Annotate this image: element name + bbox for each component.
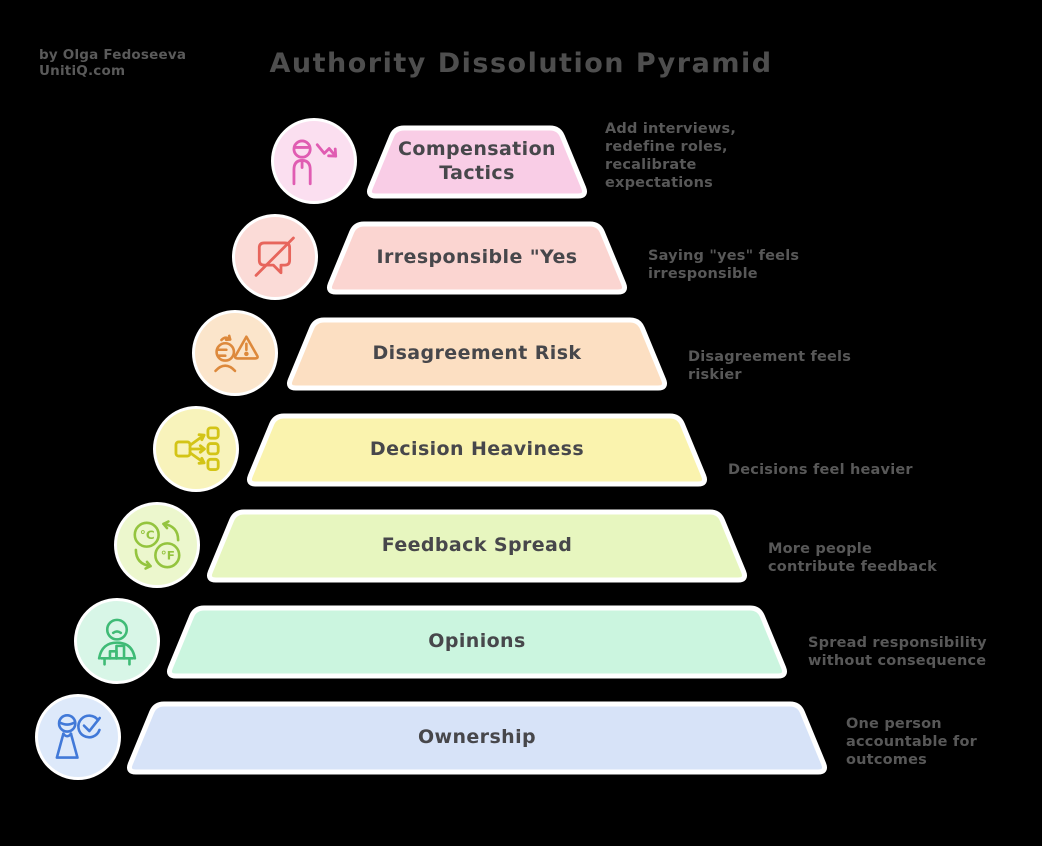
attribution-site: UnitiQ.com (39, 63, 126, 79)
level-icon-badge (153, 406, 239, 492)
level-icon-badge (35, 694, 121, 780)
pyramid-band-label: Feedback Spread (381, 534, 573, 557)
muted-speech-bubble-icon (254, 236, 295, 277)
attribution: by Olga Fedoseeva UnitiQ.com (39, 47, 186, 79)
person-chart-icon (98, 618, 137, 666)
pyramid-band-label: Irresponsible "Yes (376, 246, 578, 269)
pyramid-band-label: Compensation Tactics (398, 138, 556, 184)
page-title: Authority Dissolution Pyramid (269, 48, 773, 79)
person-salary-decline-icon (292, 139, 338, 186)
level-icon-badge: °C °F (113, 502, 200, 588)
level-icon-badge (231, 214, 318, 300)
pyramid-band-label: Ownership (417, 726, 537, 749)
pyramid-band-shape: Compensation Tactics (357, 118, 597, 206)
level-caption: One person accountable for outcomes (846, 716, 977, 768)
decision-tree-icon (174, 426, 220, 471)
person-warning-icon (214, 334, 260, 373)
pyramid-band-shape: Ownership (117, 694, 837, 782)
temperature-exchange-icon: °C °F (133, 520, 181, 570)
level-caption: Saying "yes" feels irresponsible (648, 248, 800, 282)
pyramid-band-shape: Decision Heaviness (237, 406, 717, 494)
person-check-icon (55, 714, 101, 759)
pyramid-band-label: Disagreement Risk (372, 342, 582, 365)
attribution-author: by Olga Fedoseeva (39, 47, 187, 63)
level-caption: Decisions feel heavier (728, 462, 913, 478)
level-icon-badge (271, 118, 357, 204)
pyramid-band-shape: Disagreement Risk (277, 310, 677, 398)
pyramid-band-label: Opinions (428, 630, 526, 653)
level-caption: Disagreement feels riskier (688, 349, 852, 383)
level-caption: More people contribute feedback (768, 541, 938, 575)
svg-text:°F: °F (160, 549, 174, 563)
pyramid-band-shape: Opinions (157, 598, 797, 686)
level-icon-badge (74, 598, 161, 684)
pyramid-band-label: Decision Heaviness (369, 438, 585, 461)
level-caption: Add interviews, redefine roles, recalibr… (605, 121, 737, 191)
pyramid-band-shape: Feedback Spread (197, 502, 757, 590)
level-caption: Spread responsibility without consequenc… (808, 635, 987, 669)
level-icon-badge (192, 310, 279, 396)
pyramid-band-shape: Irresponsible "Yes (317, 214, 637, 302)
svg-text:°C: °C (140, 528, 155, 542)
